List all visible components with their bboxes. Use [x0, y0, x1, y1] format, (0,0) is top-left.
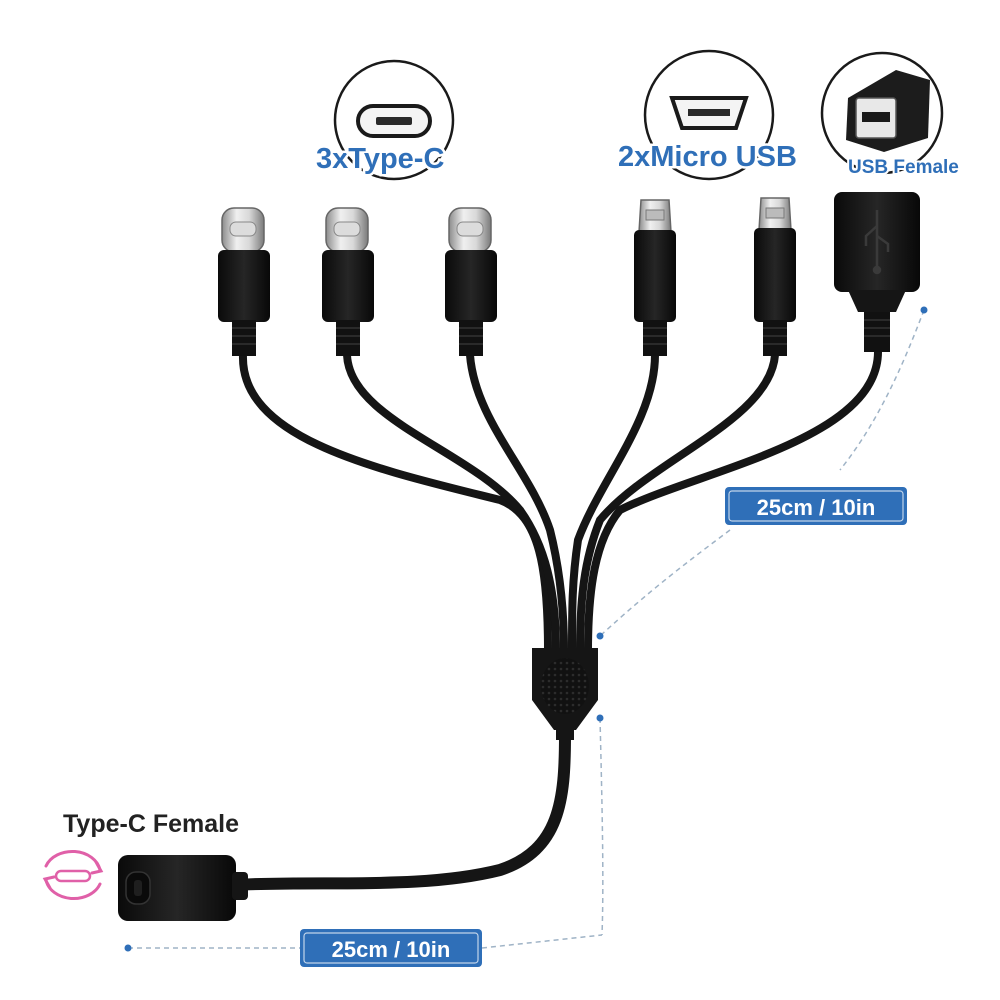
- type-c-count: 3x: [316, 143, 348, 175]
- micro-usb-plug: [754, 197, 796, 356]
- usb-trident-icon: [864, 210, 890, 275]
- usb-female-socket: [834, 192, 920, 352]
- length-badge-lower: 25cm / 10in: [300, 929, 482, 967]
- micro-usb-name: Micro USB: [650, 141, 797, 173]
- measure-dots: [124, 306, 928, 952]
- type-c-female-label: Type-C Female: [63, 810, 239, 838]
- type-c-port-icon: [333, 59, 455, 181]
- micro-usb-plug: [634, 199, 676, 356]
- type-c-label: 3xType-C: [316, 143, 444, 175]
- main-cable: [229, 729, 571, 891]
- type-c-plug: [445, 207, 497, 356]
- micro-usb-label: 2xMicro USB: [618, 141, 797, 173]
- length-label-lower: 25cm / 10in: [332, 937, 451, 962]
- type-c-plug: [218, 207, 270, 356]
- measure-lines: [128, 309, 925, 949]
- usb-female-port-icon: [820, 51, 944, 175]
- length-badge-upper: 25cm / 10in: [725, 487, 907, 525]
- type-c-name: Type-C: [348, 143, 444, 175]
- usb-female-label: USB Female: [848, 157, 959, 178]
- micro-usb-port-icon: [643, 49, 775, 181]
- reversible-icon: [42, 849, 104, 901]
- type-c-female-socket: [118, 855, 248, 921]
- micro-usb-count: 2x: [618, 141, 650, 173]
- branch-cables: [238, 346, 883, 654]
- type-c-plug: [322, 207, 374, 356]
- length-label-upper: 25cm / 10in: [757, 495, 876, 520]
- splitter-hub: [532, 648, 598, 740]
